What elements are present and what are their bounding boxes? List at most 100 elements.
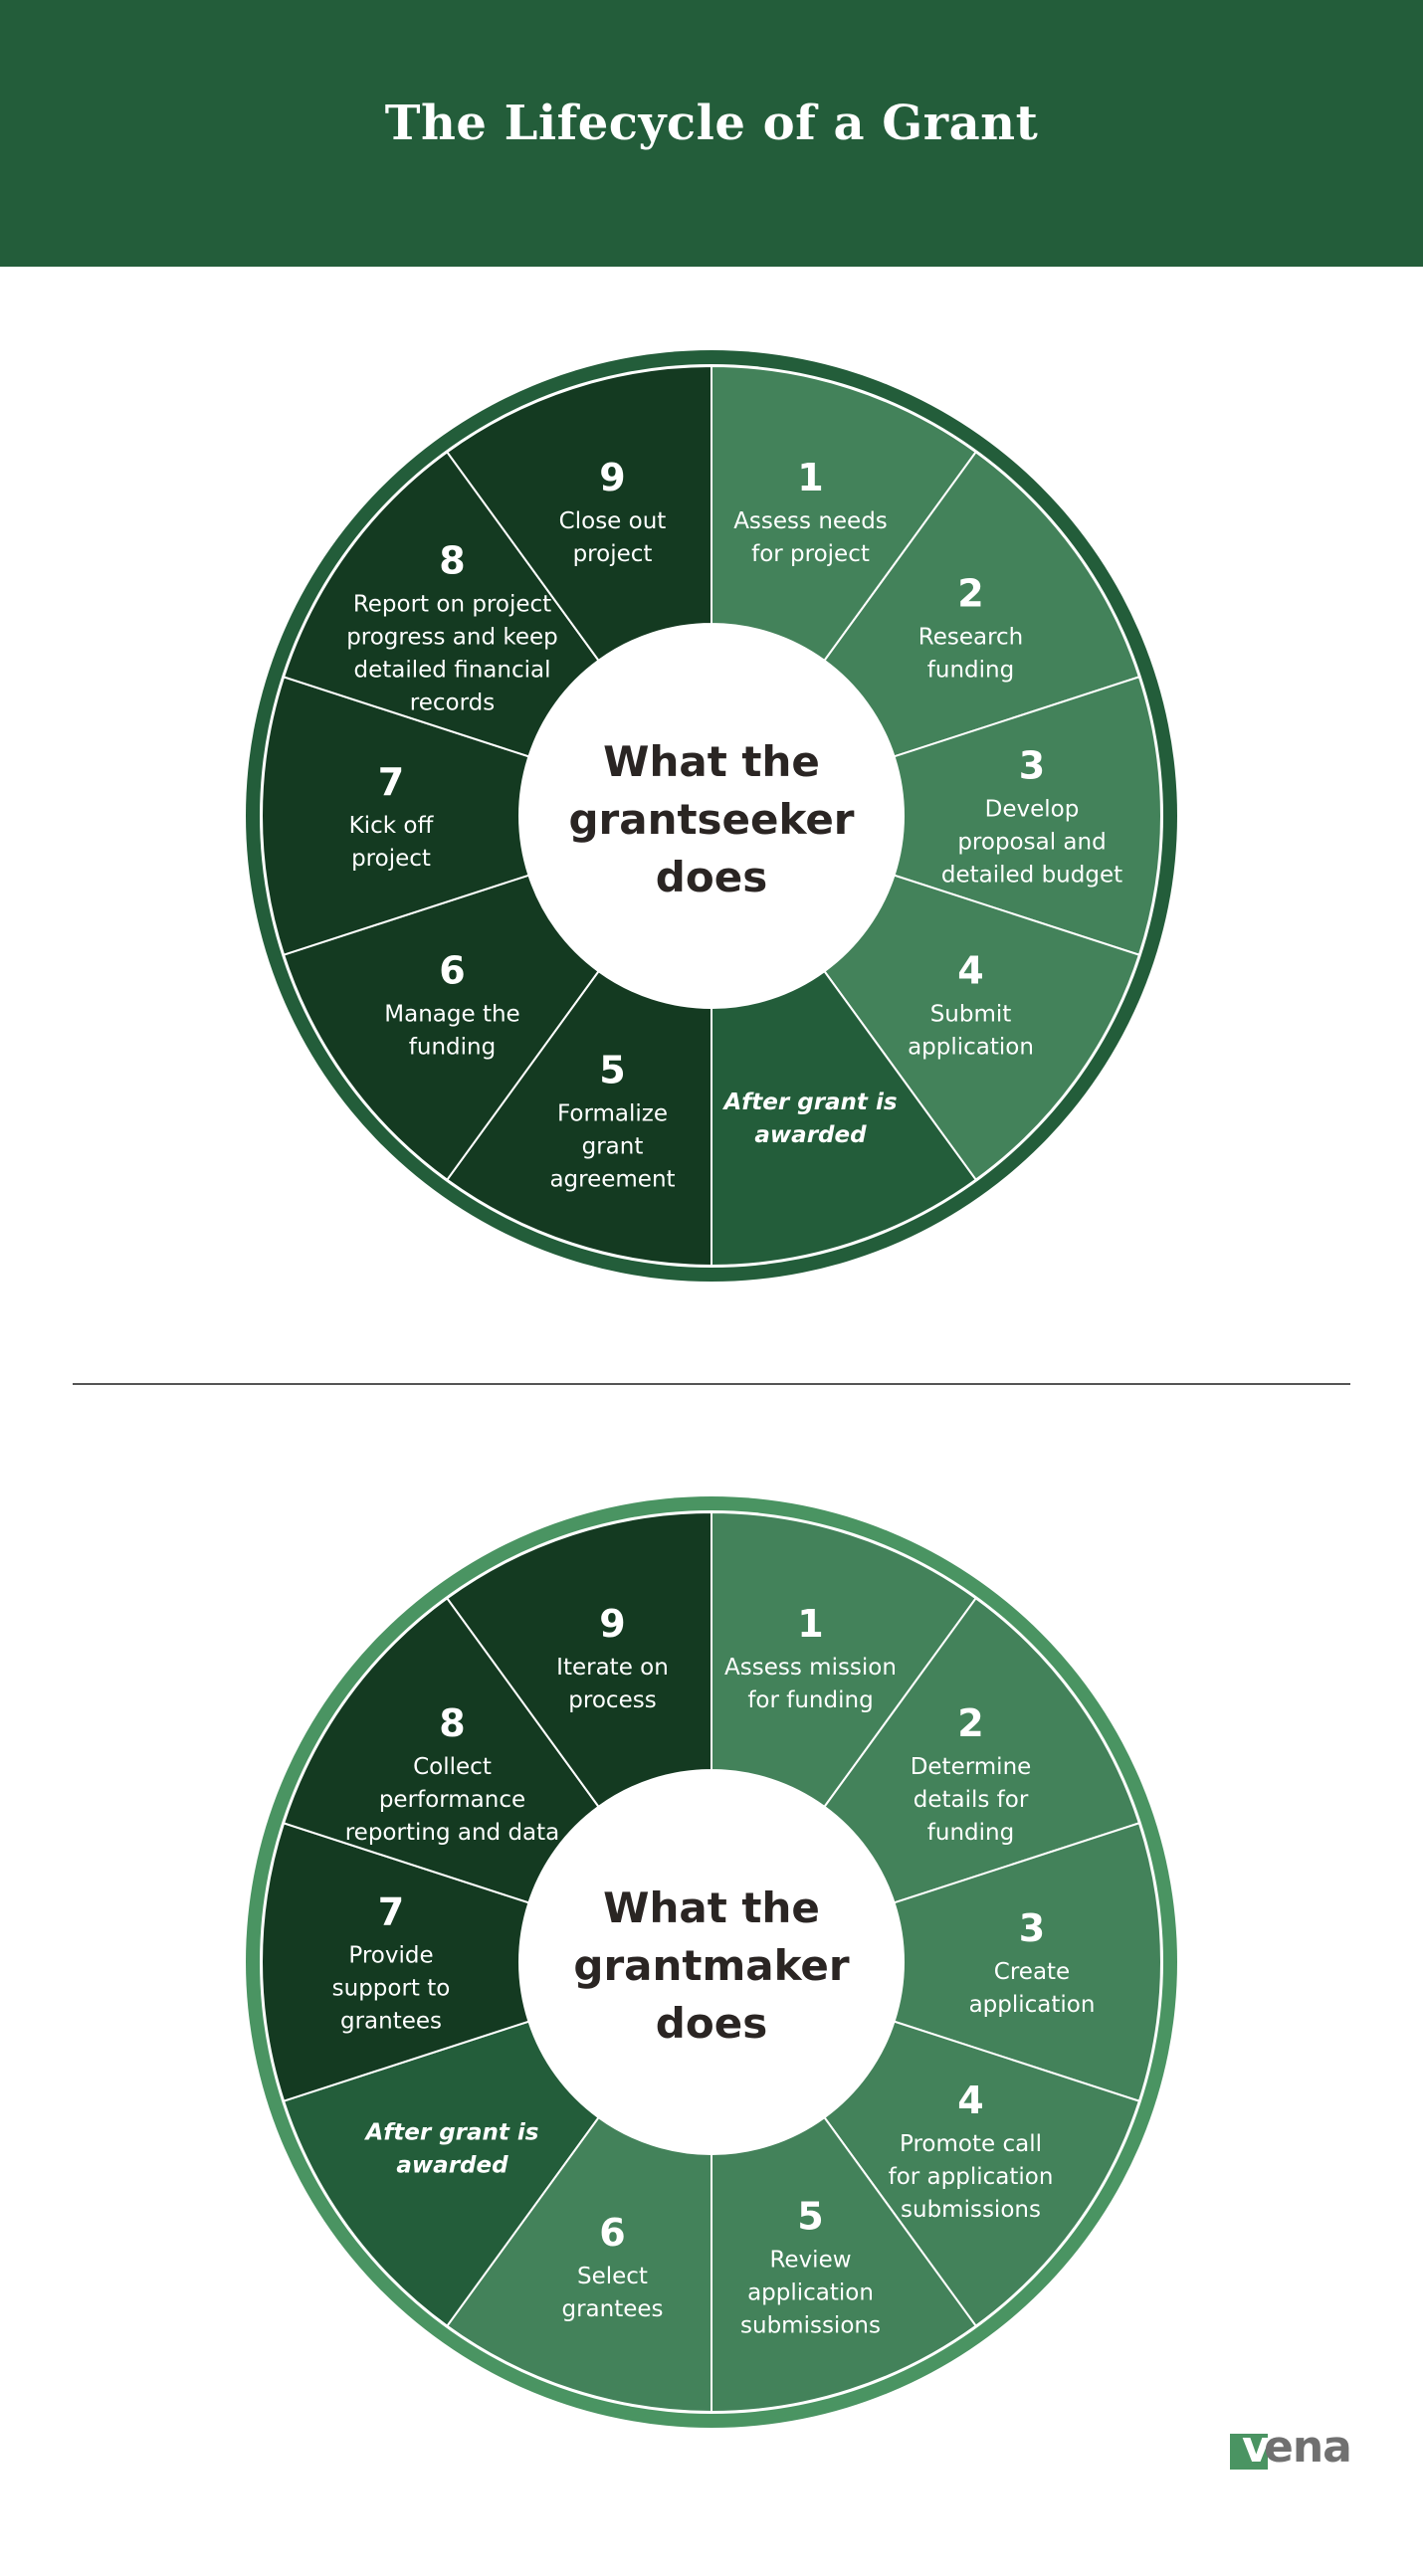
step-label: grantees — [561, 2296, 663, 2322]
segment-after-grant-awarded: After grant is awarded — [711, 969, 978, 1268]
step-label: funding — [409, 1034, 496, 1060]
step-label: Promote call — [900, 2131, 1042, 2157]
step-number: 2 — [957, 572, 983, 616]
step-number: 9 — [599, 1602, 625, 1646]
step-label: Assess needs — [733, 508, 888, 534]
step-number: 3 — [1019, 1906, 1045, 1950]
step-label: Collect — [413, 1754, 492, 1780]
step-label: Determine — [911, 1754, 1032, 1780]
step-label: Create — [994, 1959, 1070, 1985]
step-label: application — [969, 1992, 1096, 2018]
step-number: 2 — [957, 1701, 983, 1745]
logo-wordmark: ena — [1264, 2422, 1352, 2473]
step-label: funding — [927, 658, 1014, 684]
center-title: grantseeker — [568, 795, 854, 844]
step-label: Close out — [559, 508, 667, 534]
step-number: 8 — [439, 1701, 465, 1745]
step-label: Research — [918, 625, 1023, 651]
step-number: 7 — [378, 760, 404, 804]
step-label: Review — [769, 2248, 851, 2274]
step-label: Report on project — [353, 592, 551, 618]
center-title: What the — [603, 1883, 820, 1932]
step-label: process — [568, 1687, 656, 1713]
page-title: The Lifecycle of a Grant — [384, 96, 1039, 151]
step-number: 3 — [1019, 744, 1045, 788]
step-label: support to — [332, 1976, 451, 2002]
step-label: submissions — [740, 2313, 881, 2339]
step-label: for funding — [747, 1687, 873, 1713]
step-label: progress and keep — [346, 625, 558, 651]
step-label: performance — [379, 1787, 525, 1813]
step-label: proposal and — [957, 830, 1106, 856]
step-label: awarded — [396, 2152, 508, 2178]
step-number: 7 — [378, 1890, 404, 1934]
step-label: Submit — [930, 1001, 1012, 1027]
step-label: funding — [927, 1820, 1014, 1846]
center-title: does — [656, 1999, 767, 2048]
step-number: 6 — [439, 948, 465, 992]
step-label: submissions — [901, 2197, 1041, 2223]
step-number: 9 — [599, 456, 625, 499]
center-title: does — [656, 853, 767, 901]
step-label: Provide — [348, 1943, 433, 1969]
step-label: grantees — [340, 2009, 442, 2035]
logo-mark-icon — [1230, 2434, 1268, 2470]
vena-logo: v ena — [1230, 2426, 1352, 2472]
step-label: Formalize — [557, 1101, 668, 1127]
step-number: 1 — [797, 1602, 823, 1646]
step-number: 5 — [797, 2195, 823, 2239]
center-title: grantmaker — [573, 1941, 849, 1990]
step-label: agreement — [549, 1167, 675, 1193]
step-label: application — [747, 2280, 874, 2306]
step-number: 4 — [957, 2079, 983, 2122]
step-number: 5 — [599, 1049, 625, 1092]
center-circle — [520, 625, 903, 1007]
step-label: Iterate on — [556, 1655, 669, 1681]
step-label: project — [573, 541, 653, 567]
step-number: 6 — [599, 2211, 625, 2255]
step-label: for project — [751, 541, 870, 567]
step-label: grant — [582, 1134, 644, 1160]
step-number: 4 — [957, 948, 983, 992]
step-label: awarded — [754, 1122, 867, 1148]
step-label: project — [351, 846, 431, 872]
step-label: detailed financial — [354, 658, 551, 684]
step-label: After grant is — [721, 1090, 897, 1115]
step-label: detailed budget — [941, 863, 1122, 889]
section-divider — [73, 1383, 1350, 1385]
step-label: records — [410, 691, 495, 716]
center-circle — [520, 1771, 903, 2153]
center-title: What the — [603, 737, 820, 786]
step-label: Kick off — [349, 813, 435, 839]
step-label: Develop — [985, 797, 1080, 823]
header-banner: The Lifecycle of a Grant — [0, 0, 1423, 267]
step-label: details for — [914, 1787, 1029, 1813]
step-label: Manage the — [384, 1001, 519, 1027]
step-label: Assess mission — [724, 1655, 897, 1681]
step-label: application — [908, 1034, 1034, 1060]
step-label: reporting and data — [345, 1820, 560, 1846]
